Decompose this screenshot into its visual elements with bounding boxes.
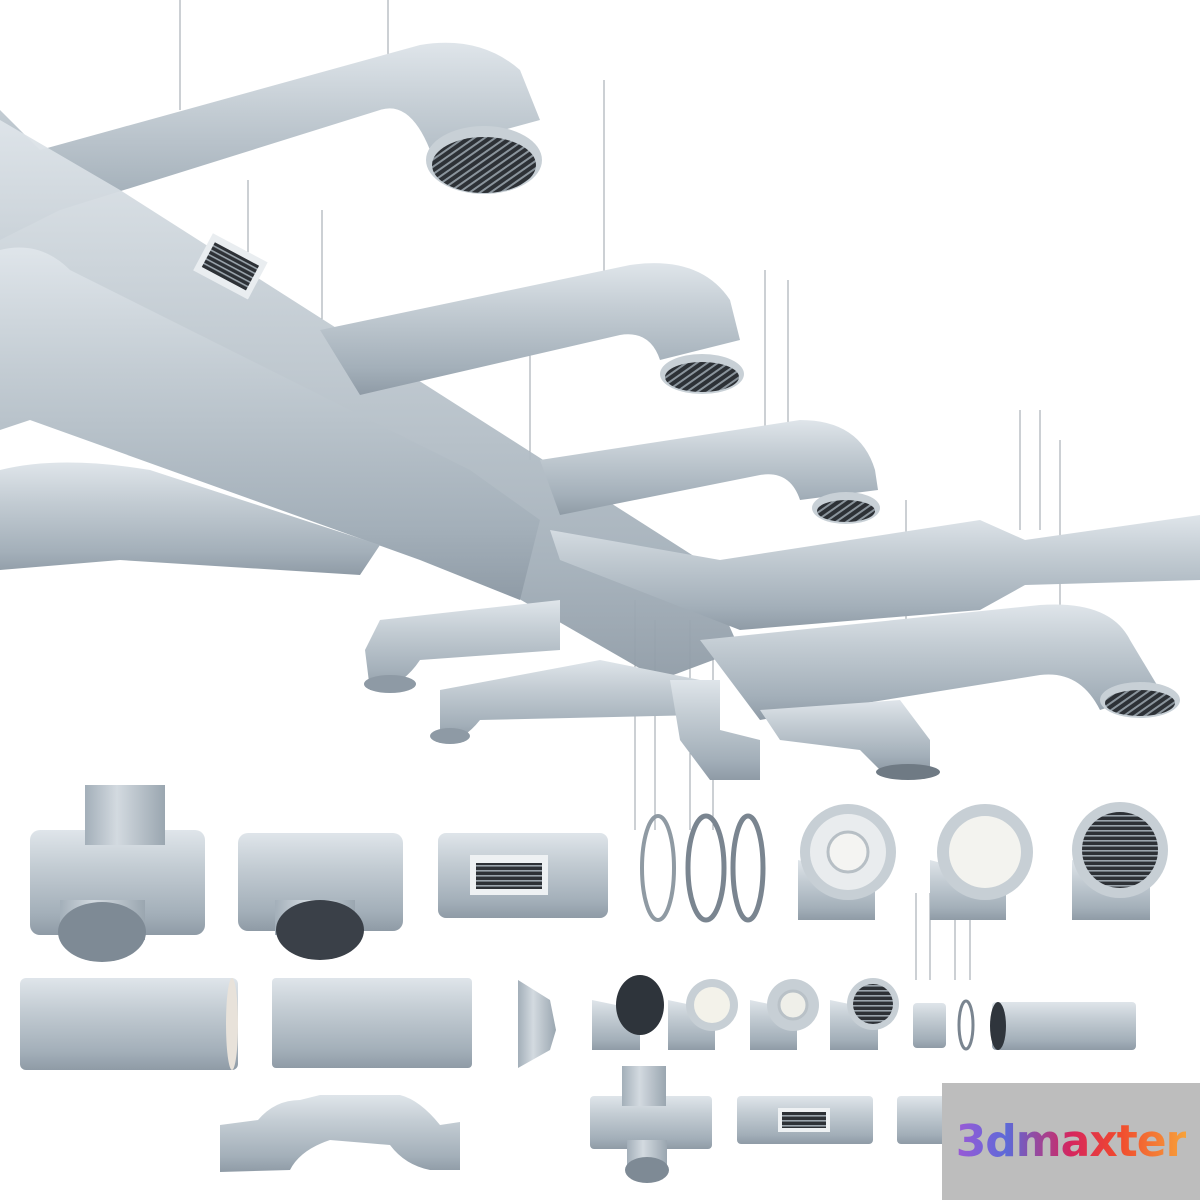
duct-network [0,42,1200,780]
small-elbows [592,975,899,1050]
watermark-box: 3dmaxter [942,1083,1200,1200]
components-row-1 [30,785,1168,962]
components-row-2 [20,975,1136,1070]
components-row-3 [220,1066,947,1183]
watermark-text: 3dmaxter [955,1116,1188,1167]
